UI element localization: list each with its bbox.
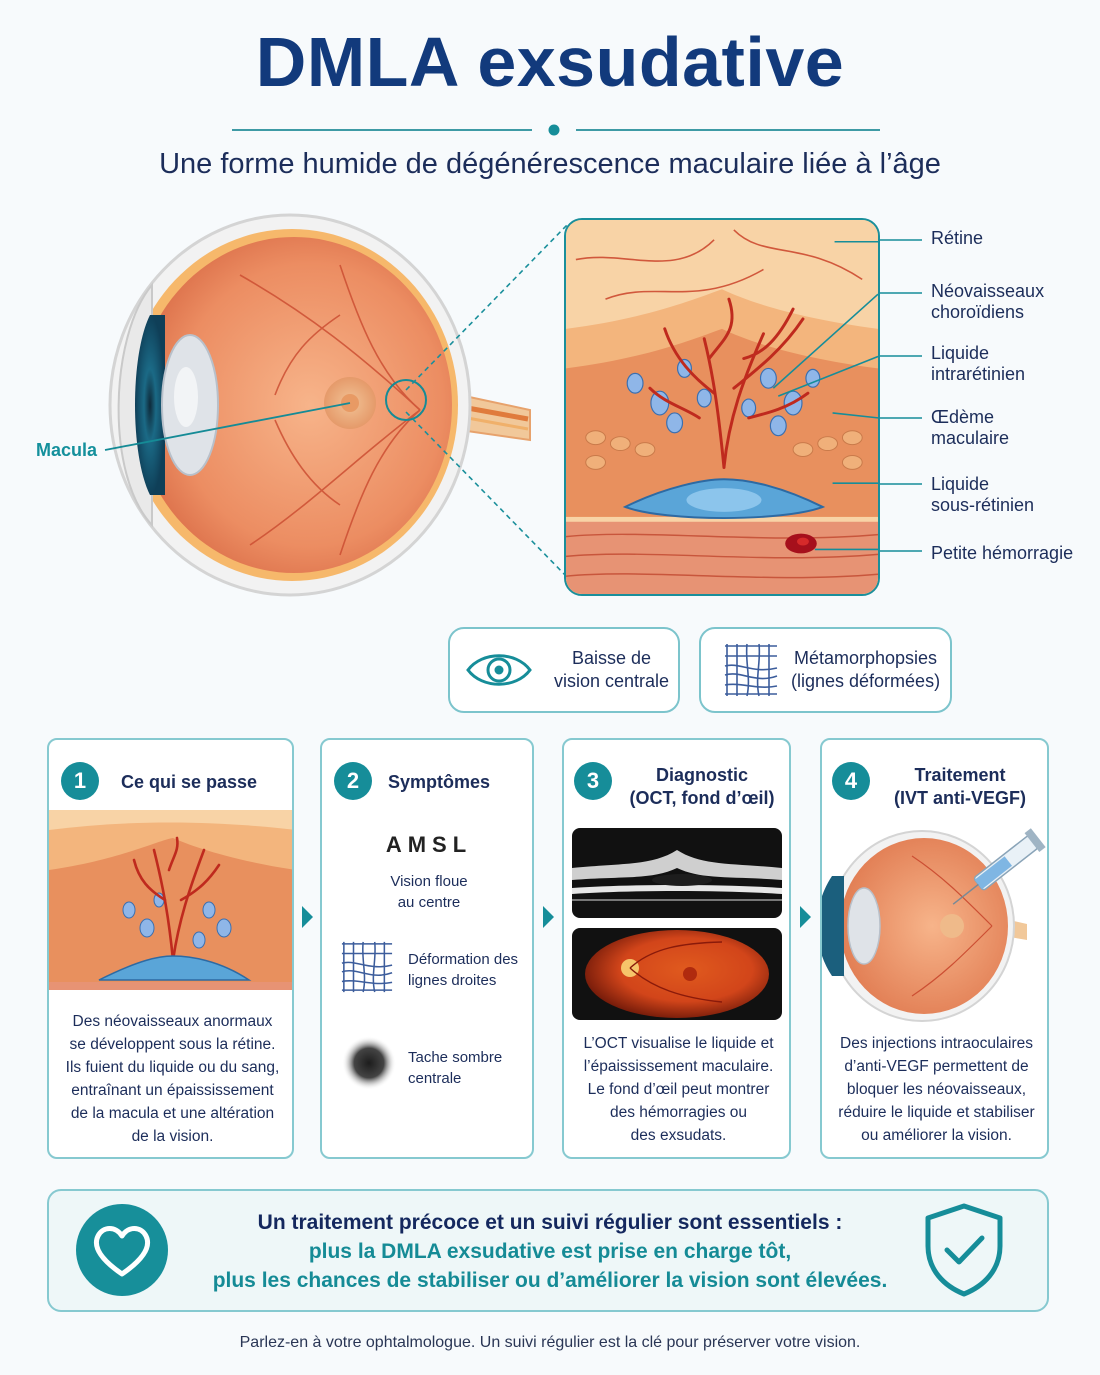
shield-check-icon [925, 1203, 1003, 1297]
eye-icon [466, 654, 532, 686]
fundus-image [572, 928, 782, 1020]
step-description: Des néovaisseaux anormaux se développent… [65, 1013, 280, 1145]
step-title: Symptômes [388, 772, 491, 792]
distorted-grid-icon [724, 643, 778, 697]
retina-neovessel-illustration [49, 810, 292, 990]
eye-cross-section-illustration [104, 213, 531, 597]
step-arrow [543, 906, 554, 928]
symptom-pill-central-vision: Baisse de vision centrale [448, 627, 680, 713]
dark-spot-icon [342, 1036, 396, 1090]
zoom-label-small-hemorrhage: Petite hémorragie [931, 543, 1074, 563]
symptom-dark-spot: Tache sombre centrale [408, 1049, 503, 1087]
step-description: L’OCT visualise le liquide et l’épaissis… [583, 1035, 774, 1144]
callout-line-3: plus les chances de stabiliser ou d’amél… [212, 1269, 888, 1292]
page-subtitle: Une forme humide de dégénérescence macul… [159, 148, 941, 180]
heart-badge [76, 1204, 168, 1296]
macula-label: Macula [36, 440, 98, 460]
step-arrow [302, 906, 313, 928]
step-number-badge: 2 [334, 762, 372, 800]
page-title: DMLA exsudative [255, 23, 845, 101]
symptom-blurred-vision: Vision floue au centre [390, 873, 468, 911]
step-description: Des injections intraoculaires d’anti-VEG… [838, 1035, 1035, 1144]
zoom-label-macular-edema: Œdème maculaire [931, 407, 1010, 448]
callout-headline: Un traitement précoce et un suivi réguli… [257, 1211, 843, 1234]
title-divider [232, 124, 880, 136]
intravitreal-injection-illustration [822, 828, 1046, 1022]
heart-icon [93, 1226, 151, 1277]
oct-scan-image [572, 828, 782, 918]
step-title: Ce qui se passe [121, 772, 258, 792]
zoom-label-retina: Rétine [931, 228, 984, 248]
step-number-badge: 1 [61, 762, 99, 800]
step-title: Diagnostic (OCT, fond d’œil) [629, 765, 775, 808]
step-number-badge: 3 [574, 762, 612, 800]
step-number-badge: 4 [832, 762, 870, 800]
zoom-label-choroidal-neovessels: Néovaisseaux choroïdiens [931, 281, 1045, 322]
step-title: Traitement (IVT anti-VEGF) [894, 765, 1026, 808]
symptom-line-distortion: Déformation des lignes droites [408, 951, 519, 989]
macula-zoom-panel [564, 218, 880, 596]
distorted-grid-icon [341, 941, 393, 993]
step-card-symptoms: 2 Symptômes AMSL Vision floue au centre … [320, 738, 534, 1159]
zoom-label-intraretinal-fluid: Liquide intrarétinien [931, 343, 1026, 384]
zoom-label-leaders [878, 239, 922, 552]
zoom-label-subretinal-fluid: Liquide sous-rétinien [931, 474, 1035, 515]
step-card-what-happens: 1 Ce qui se passe Des néovaisseaux anorm… [47, 738, 294, 1159]
footer-note: Parlez-en à votre ophtalmologue. Un suiv… [239, 1334, 861, 1351]
zoom-connector-lines [405, 223, 569, 579]
key-message-callout [47, 1189, 1049, 1312]
step-arrow [800, 906, 811, 928]
step-card-diagnosis: 3 Diagnostic (OCT, fond d’œil) L’OCT vis… [562, 738, 791, 1159]
step-card-treatment: 4 Traitement (IVT anti-VEGF) Des i [820, 738, 1049, 1159]
macula-cross-section-illustration [566, 220, 878, 594]
callout-line-2: plus la DMLA exsudative est prise en cha… [308, 1240, 792, 1263]
symptom-pill-metamorphopsia: Métamorphopsies (lignes déformées) [699, 627, 952, 713]
blurred-letters-icon: AMSL [385, 832, 473, 857]
